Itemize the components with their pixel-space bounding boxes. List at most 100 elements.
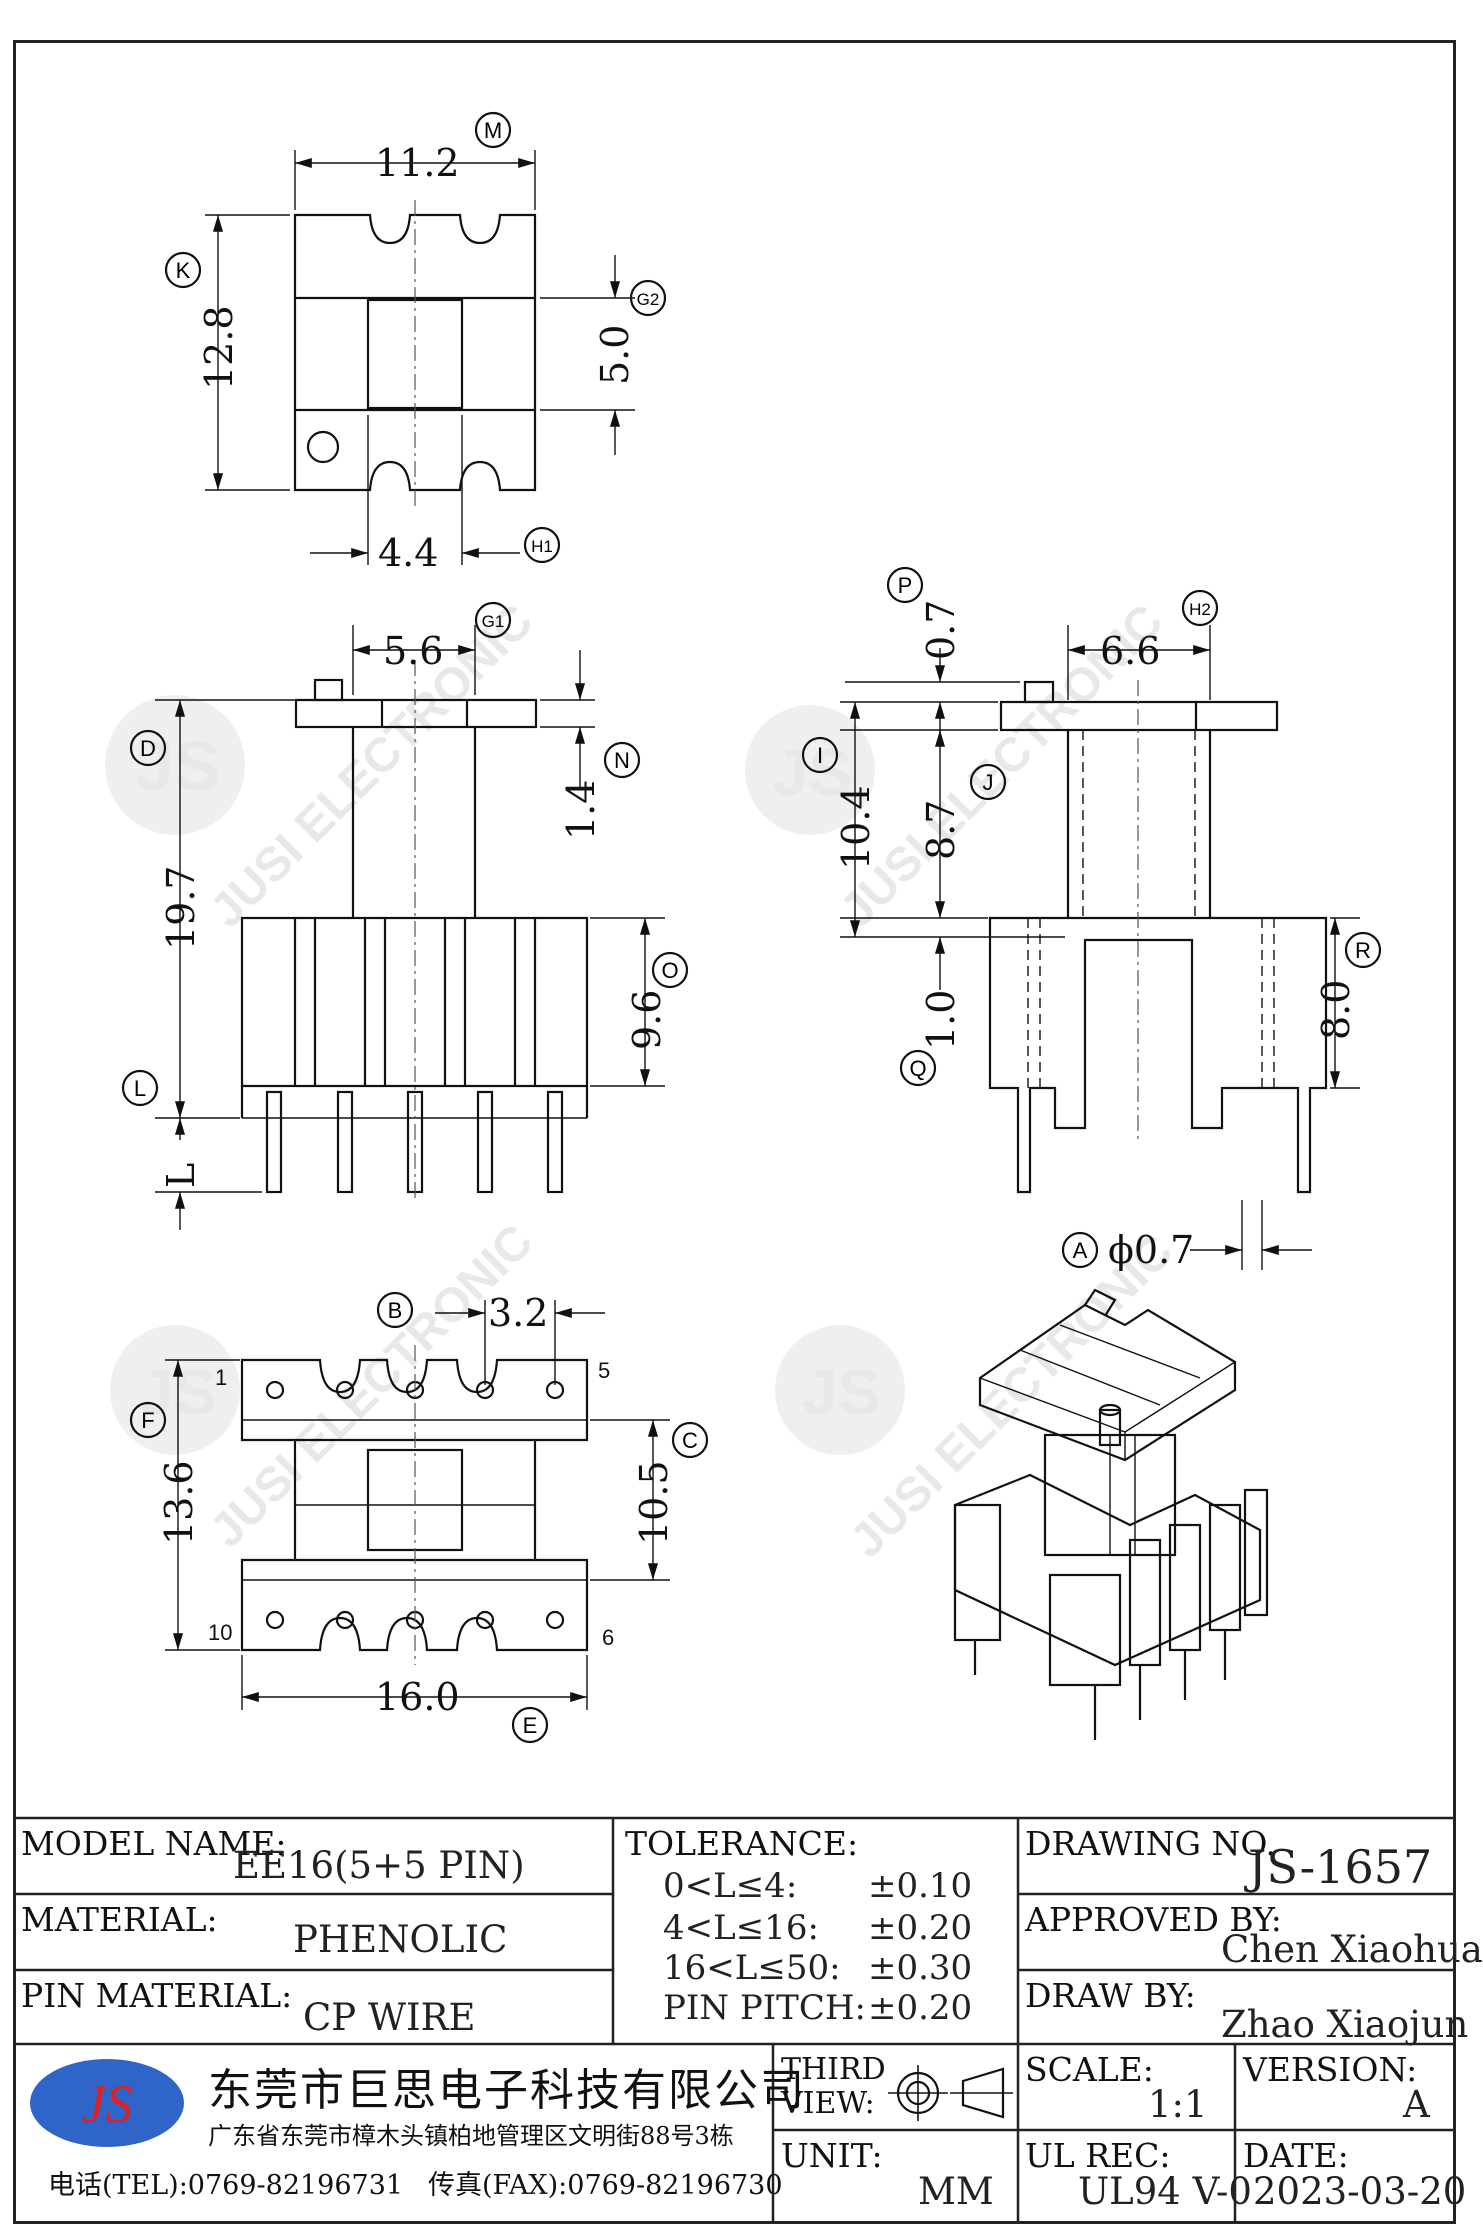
material-value: PHENOLIC <box>293 1918 508 1961</box>
third-view-label-line1: THIRD <box>781 2052 886 2087</box>
ul-rec-value: UL94 V-0 <box>1078 2170 1252 2213</box>
third-view-label-line2: VIEW: <box>781 2086 875 2121</box>
model-name-value: EE16(5+5 PIN) <box>233 1844 525 1887</box>
callout-k: K <box>164 251 202 289</box>
dim-e-width: 16.0 <box>375 1675 460 1719</box>
company-logo: JS <box>30 2059 184 2147</box>
tolerance-label: TOLERANCE: <box>625 1824 859 1863</box>
dim-n-height: 1.4 <box>559 780 603 840</box>
dim-j-height: 8.7 <box>919 800 963 860</box>
svg-text:O: O <box>661 958 678 983</box>
callout-g1: G1 <box>474 601 512 639</box>
svg-text:G1: G1 <box>482 612 505 631</box>
bottom-view: 1 5 10 6 <box>208 1345 614 1665</box>
svg-text:M: M <box>484 118 502 143</box>
drawing-no-label: DRAWING NO. <box>1025 1824 1276 1863</box>
pin-number-10: 10 <box>208 1620 232 1645</box>
dim-c-height: 10.5 <box>632 1460 676 1545</box>
svg-text:JS: JS <box>802 1356 880 1428</box>
version-label: VERSION: <box>1243 2050 1418 2089</box>
third-angle-projection-icon <box>888 2065 1013 2121</box>
svg-text:J: J <box>983 770 994 795</box>
dim-d-height: 19.7 <box>159 865 203 950</box>
pin-material-value: CP WIRE <box>303 1996 476 2039</box>
tolerance-value-4: ±0.20 <box>868 1988 973 2028</box>
svg-text:G2: G2 <box>637 290 660 309</box>
dim-q-height: 1.0 <box>919 990 963 1050</box>
pin-number-5: 5 <box>598 1358 610 1383</box>
drawing-canvas: JS JUSI ELECTRONIC JS JUSI ELECTRONIC JS… <box>105 111 1382 1744</box>
callout-i: I <box>801 736 839 774</box>
tolerance-range-1: 0<L≤4: <box>663 1866 798 1906</box>
callout-h2: H2 <box>1181 589 1219 627</box>
draw-by-label: DRAW BY: <box>1025 1976 1196 2015</box>
bottom-view-dimensions: 3.2 13.6 10.5 16.0 <box>157 1291 676 1719</box>
svg-text:N: N <box>614 748 630 773</box>
callouts: M K G2 H1 G1 N D O L P H2 I J R Q A B F … <box>121 111 1382 1744</box>
pin-number-6: 6 <box>602 1625 614 1650</box>
company-name: 东莞市巨思电子科技有限公司 <box>208 2065 806 2116</box>
material-label: MATERIAL: <box>21 1900 218 1939</box>
dim-k-height: 12.8 <box>197 305 241 390</box>
company-address: 广东省东莞市樟木头镇柏地管理区文明街88号3栋 <box>208 2122 734 2150</box>
svg-text:C: C <box>682 1428 698 1453</box>
svg-text:B: B <box>388 1298 403 1323</box>
ul-rec-label: UL REC: <box>1025 2136 1171 2175</box>
dim-g2-window: 5.0 <box>593 325 637 385</box>
side-view <box>988 680 1328 1194</box>
svg-text:D: D <box>140 736 156 761</box>
callout-e: E <box>511 1706 549 1744</box>
dim-o-height: 9.6 <box>625 990 669 1050</box>
svg-text:P: P <box>898 573 913 598</box>
callout-r: R <box>1344 931 1382 969</box>
tolerance-range-3: 16<L≤50: <box>663 1948 841 1988</box>
unit-label: UNIT: <box>781 2136 883 2175</box>
company-tel: 电话(TEL):0769-82196731 <box>48 2170 404 2201</box>
callout-j: J <box>969 763 1007 801</box>
approved-by-value: Chen Xiaohua <box>1221 1928 1483 1971</box>
dim-l-label: L <box>159 1163 203 1188</box>
date-label: DATE: <box>1243 2136 1349 2175</box>
svg-text:JS: JS <box>772 735 853 809</box>
callout-g2: G2 <box>629 279 667 317</box>
callout-a: A <box>1061 1231 1099 1269</box>
date-value: 2023-03-20 <box>1253 2170 1467 2213</box>
front-view <box>240 660 589 1200</box>
svg-text:L: L <box>134 1076 146 1101</box>
callout-p: P <box>886 566 924 604</box>
callout-n: N <box>603 741 641 779</box>
dim-p-height: 0.7 <box>919 600 963 660</box>
dim-f-height: 13.6 <box>157 1460 201 1545</box>
front-view-dimensions: 5.6 1.4 19.7 9.6 L <box>155 625 669 1230</box>
svg-text:A: A <box>1073 1238 1088 1263</box>
third-view-label: THIRD VIEW: <box>781 2052 886 2122</box>
version-value: A <box>1403 2083 1430 2126</box>
side-view-dimensions: 0.7 6.6 10.4 8.7 1.0 8.0 ϕ0.7 <box>834 600 1360 1272</box>
svg-text:JUSI ELECTRONIC: JUSI ELECTRONIC <box>200 595 543 938</box>
callout-h1: H1 <box>523 526 561 564</box>
model-name-label: MODEL NAME: <box>21 1824 287 1863</box>
approved-by-label: APPROVED BY: <box>1025 1900 1282 1939</box>
tolerance-value-3: ±0.30 <box>868 1948 973 1988</box>
front-pins <box>265 1090 564 1194</box>
callout-b: B <box>376 1291 414 1329</box>
draw-by-value: Zhao Xiaojun <box>1221 2003 1469 2046</box>
dim-b-pitch: 3.2 <box>488 1291 548 1335</box>
pin-number-1: 1 <box>215 1365 227 1390</box>
callout-d: D <box>129 729 167 767</box>
callout-q: Q <box>899 1049 937 1087</box>
svg-text:JS: JS <box>82 2074 133 2134</box>
callout-o: O <box>651 951 689 989</box>
callout-f: F <box>129 1401 167 1439</box>
unit-value: MM <box>918 2170 994 2213</box>
tolerance-range-4: PIN PITCH: <box>663 1988 866 2028</box>
scale-label: SCALE: <box>1025 2050 1154 2089</box>
dim-g1-width: 5.6 <box>383 629 443 673</box>
callout-l: L <box>121 1069 159 1107</box>
drawing-frame <box>13 40 1456 2224</box>
title-block: MODEL NAME: EE16(5+5 PIN) MATERIAL: PHEN… <box>13 1816 1483 2224</box>
top-view-dimensions: 11.2 12.8 5.0 4.4 <box>197 141 637 575</box>
drawing-no-value: JS-1657 <box>1248 1840 1433 1894</box>
tolerance-range-2: 4<L≤16: <box>663 1908 819 1948</box>
dim-i-height: 10.4 <box>834 785 878 870</box>
